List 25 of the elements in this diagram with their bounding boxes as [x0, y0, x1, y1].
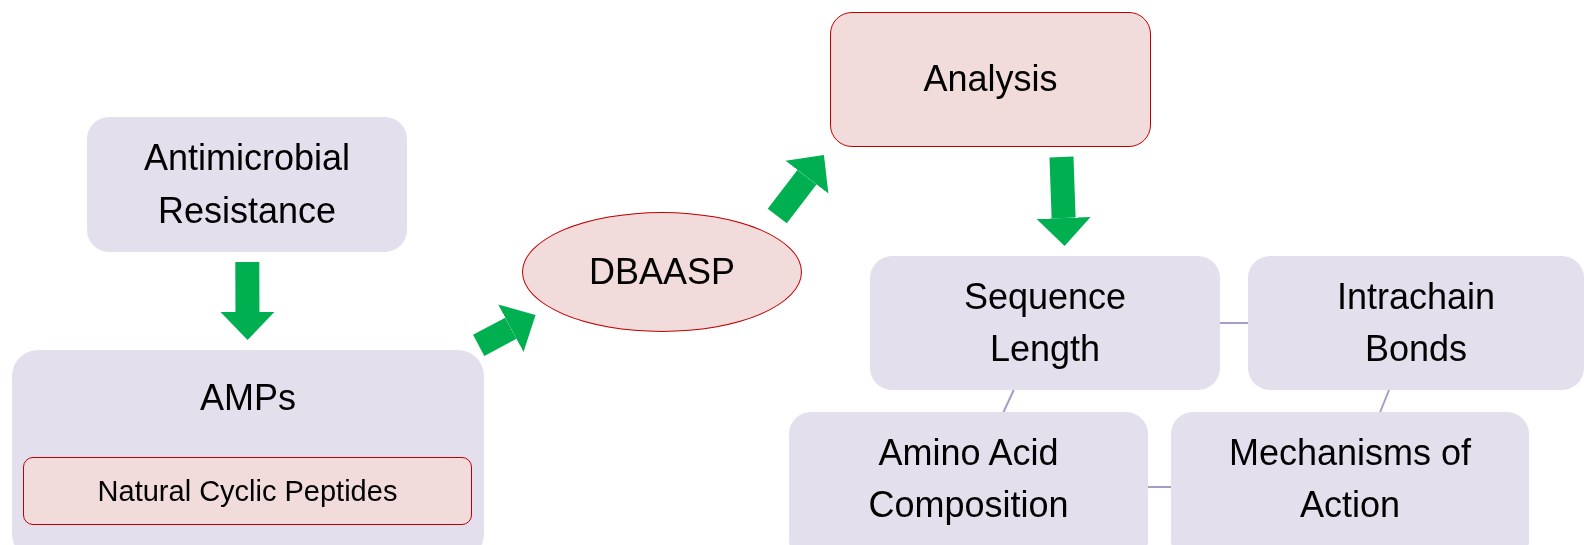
node-label: DBAASP [587, 249, 737, 294]
connector-line [1002, 389, 1015, 413]
rounded-box [1171, 412, 1529, 545]
node-label: AMPs [199, 376, 297, 420]
block-arrow [473, 304, 536, 356]
block-arrow [1036, 156, 1091, 246]
node-label: Natural Cyclic Peptides [96, 473, 399, 509]
node-label: Analysis [922, 57, 1059, 102]
node-label: Amino Acid Composition [867, 430, 1070, 527]
rounded-box [830, 12, 1151, 147]
connector-line [1379, 389, 1391, 413]
connector-line [1147, 486, 1172, 488]
block-arrow [220, 261, 275, 340]
rounded-box [87, 117, 407, 252]
rounded-box [870, 256, 1220, 390]
rounded-box [789, 412, 1148, 545]
rounded-box [1248, 256, 1584, 390]
rounded-box [12, 350, 484, 545]
block-arrow [767, 154, 829, 224]
node-label: Intrachain Bonds [1335, 274, 1497, 371]
rounded-box [23, 457, 472, 525]
connector-line [1219, 322, 1249, 324]
node-label: Sequence Length [962, 274, 1128, 371]
node-label: Mechanisms of Action [1227, 430, 1473, 527]
node-label: Antimicrobial Resistance [142, 136, 352, 233]
